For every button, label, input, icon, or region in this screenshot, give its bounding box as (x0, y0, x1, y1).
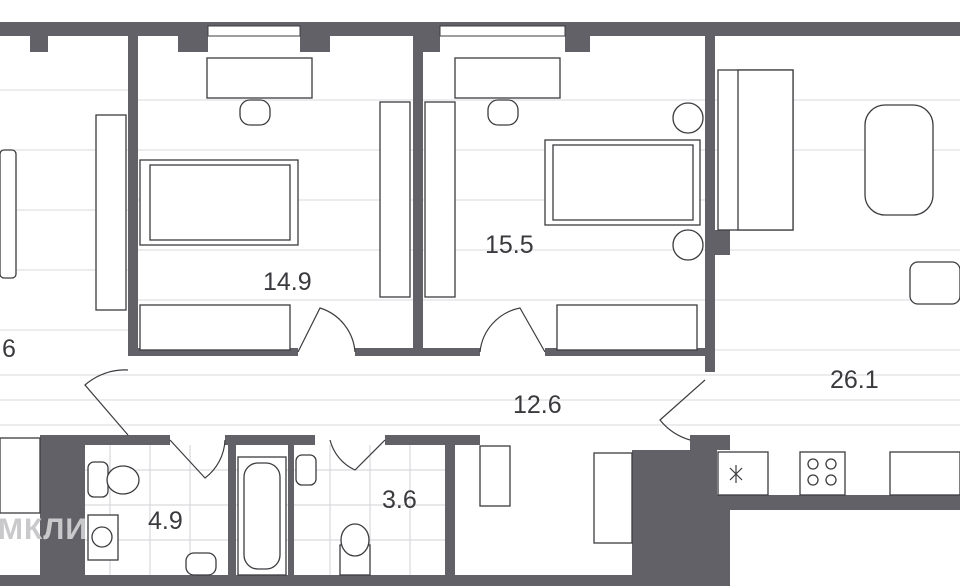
toilet-1 (87, 461, 109, 498)
windows (207, 25, 566, 37)
closet-2 (556, 304, 698, 351)
desk-2 (454, 57, 561, 99)
desk-1 (206, 57, 313, 99)
watermark: МКЛИ (0, 513, 88, 546)
kitchen-sink (889, 451, 960, 496)
room-area-kitchen-living: 26.1 (830, 366, 879, 394)
stove (799, 451, 846, 496)
room-area-bathroom: 4.9 (148, 507, 183, 535)
wardrobe-left (95, 114, 127, 311)
room-area-toilet: 3.6 (382, 486, 417, 514)
shoe-cabinet (479, 445, 511, 507)
hallway-closet (593, 452, 633, 544)
floor-boards (0, 89, 960, 426)
room-area-hallway: 12.6 (513, 391, 562, 419)
closet-1 (139, 304, 291, 351)
room-area-bedroom-2: 15.5 (485, 231, 534, 259)
dining-table (864, 104, 934, 216)
room-area-living-left: 6 (2, 335, 16, 363)
sink-1 (185, 552, 217, 576)
room-area-bedroom-1: 14.9 (263, 268, 312, 296)
furniture (0, 57, 960, 576)
doors (84, 307, 743, 483)
